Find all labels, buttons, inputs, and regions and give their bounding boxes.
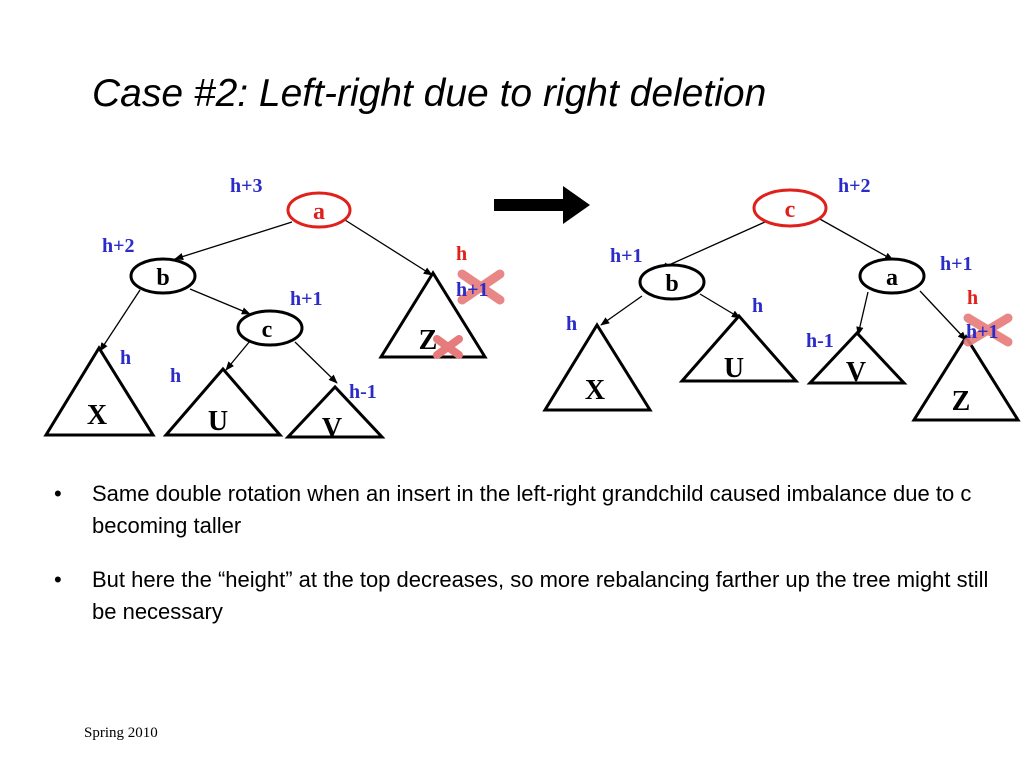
height-a-r: h+1 — [940, 253, 973, 275]
node-c-r-label: c — [785, 197, 796, 223]
node-c: c — [236, 309, 304, 347]
transform-arrow — [494, 186, 590, 224]
subtree-v-label: V — [322, 413, 342, 444]
edge-b-u-r — [699, 293, 741, 319]
node-a-r-label: a — [886, 265, 898, 291]
node-a-r: a — [858, 257, 926, 295]
edge-b-c — [189, 288, 251, 315]
bullet-text: But here the “height” at the top decreas… — [92, 567, 989, 624]
subtree-x: X — [43, 345, 156, 437]
height-u-r: h — [752, 295, 763, 317]
height-z-new: h — [456, 243, 467, 265]
edge-b-x-r — [600, 295, 643, 326]
node-a-label: a — [313, 199, 325, 225]
bullet-item: • But here the “height” at the top decre… — [52, 564, 1002, 628]
height-v-r: h-1 — [806, 330, 834, 352]
subtree-x-r-label: X — [585, 375, 605, 406]
bullet-marker: • — [54, 567, 62, 592]
subtree-u-label: U — [208, 406, 228, 437]
rotation-diagram: a b c X U V Z h+3 h+ — [43, 175, 1021, 444]
bullet-item: • Same double rotation when an insert in… — [52, 478, 1002, 542]
edge-a-b — [174, 221, 293, 261]
height-z-old-struck: h+1 — [456, 269, 505, 305]
slide-footer: Spring 2010 — [84, 725, 158, 741]
height-x: h — [120, 347, 131, 369]
subtree-x-r: X — [542, 322, 653, 412]
edge-a-z — [344, 219, 433, 276]
subtree-u: U — [162, 366, 284, 437]
node-c-r: c — [752, 188, 828, 228]
right-tree: c b a X U V Z h+2 h+1 h+1 h — [542, 175, 1021, 422]
edge-c-b — [659, 221, 766, 270]
bullet-text: Same double rotation when an insert in t… — [92, 481, 972, 538]
node-b: b — [129, 257, 197, 295]
height-z-old-r: h+1 — [966, 321, 999, 343]
edge-b-x — [99, 289, 141, 352]
delete-mark-z — [433, 335, 463, 359]
slide-title: Case #2: Left-right due to right deletio… — [92, 72, 767, 115]
subtree-z-r-label: Z — [952, 386, 971, 417]
subtree-v: V — [284, 384, 386, 444]
subtree-z-r: Z — [911, 334, 1021, 422]
node-b-r-label: b — [665, 271, 678, 297]
height-z-new-r: h — [967, 287, 978, 309]
subtree-x-label: X — [87, 400, 107, 431]
node-a: a — [286, 191, 352, 229]
height-v: h-1 — [349, 381, 377, 403]
height-z-old-r-struck: h+1 — [963, 313, 1013, 347]
height-b-r: h+1 — [610, 245, 643, 267]
bullet-marker: • — [54, 481, 62, 506]
edge-c-a — [817, 217, 894, 261]
height-a: h+3 — [230, 175, 263, 197]
node-c-label: c — [262, 317, 273, 343]
height-c-r: h+2 — [838, 175, 871, 197]
edge-c-v — [294, 341, 338, 384]
subtree-v-r-label: V — [846, 357, 866, 388]
subtree-u-r-label: U — [724, 353, 744, 384]
subtree-v-r: V — [806, 330, 908, 388]
subtree-u-r: U — [678, 313, 800, 384]
edge-a-z-r — [919, 290, 967, 341]
node-b-r: b — [638, 263, 706, 301]
node-b-label: b — [156, 265, 169, 291]
bullet-list: • Same double rotation when an insert in… — [52, 478, 1002, 650]
subtree-z-label: Z — [419, 325, 438, 356]
height-b: h+2 — [102, 235, 135, 257]
edge-a-v-r — [856, 291, 869, 336]
left-tree: a b c X U V Z h+3 h+ — [43, 175, 505, 444]
height-x-r: h — [566, 313, 577, 335]
height-z-old: h+1 — [456, 279, 489, 301]
height-u: h — [170, 365, 181, 387]
height-c: h+1 — [290, 288, 323, 310]
edge-c-u — [225, 340, 251, 371]
